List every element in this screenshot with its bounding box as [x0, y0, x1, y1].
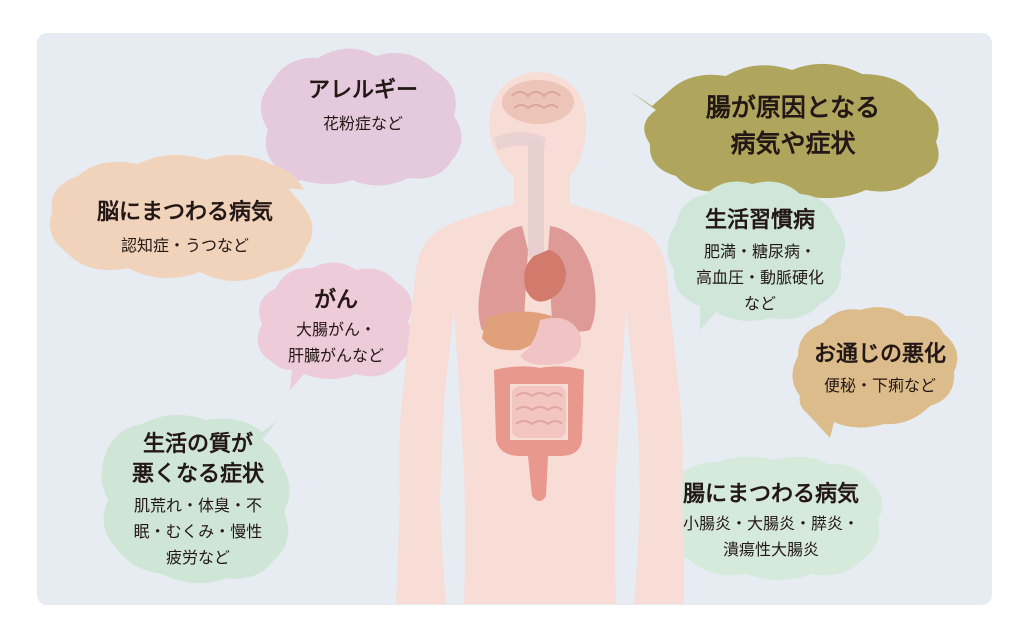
brain-disease-heading: 脳にまつわる病気 — [96, 200, 273, 225]
gut-disease-detail-1: 小腸炎・大腸炎・膵炎・ — [682, 514, 859, 533]
quality-heading-2: 悪くなる症状 — [131, 462, 264, 487]
lungs — [478, 226, 596, 332]
quality-heading-1: 生活の質が — [142, 432, 253, 457]
lifestyle-heading: 生活習慣病 — [704, 208, 815, 233]
allergy-detail: 花粉症など — [322, 114, 403, 133]
quality-detail-2: 眠・むくみ・慢性 — [133, 522, 263, 541]
stomach — [520, 317, 582, 365]
large-intestine — [494, 366, 584, 456]
lifestyle-disease-bubble — [667, 181, 846, 330]
gut-disease-bubble — [660, 456, 883, 580]
allergy-heading: アレルギー — [307, 78, 418, 103]
bowel-bubble — [792, 307, 958, 438]
brain-disease-bubble — [49, 154, 313, 281]
allergy-bubble — [260, 48, 462, 193]
brain — [502, 80, 574, 124]
quality-detail-1: 肌荒れ・体臭・不 — [133, 496, 262, 515]
gut-disease-heading: 腸にまつわる病気 — [682, 482, 859, 507]
title-line-1: 腸が原因となる — [705, 93, 881, 122]
lifestyle-detail-1: 肥満・糖尿病・ — [703, 242, 816, 261]
lifestyle-detail-2: 高血圧・動脈硬化 — [695, 268, 824, 287]
title-line-2: 病気や症状 — [730, 129, 856, 158]
small-intestine — [512, 386, 566, 438]
throat — [494, 132, 546, 260]
title-bubble — [628, 63, 939, 200]
cancer-bubble — [257, 262, 413, 390]
heart — [524, 250, 566, 302]
lifestyle-detail-3: など — [743, 294, 776, 313]
rectum — [528, 456, 548, 501]
cancer-detail-1: 大腸がん・ — [295, 320, 376, 339]
cancer-heading: がん — [313, 288, 358, 313]
cancer-detail-2: 肝臓がんなど — [287, 346, 384, 365]
quality-detail-3: 疲労など — [165, 548, 230, 567]
quality-of-life-bubble — [101, 414, 290, 584]
gut-disease-detail-2: 潰瘍性大腸炎 — [722, 540, 819, 559]
brain-disease-detail: 認知症・うつなど — [120, 236, 249, 255]
bowel-heading: お通じの悪化 — [813, 342, 946, 367]
bowel-detail: 便秘・下痢など — [823, 376, 936, 395]
